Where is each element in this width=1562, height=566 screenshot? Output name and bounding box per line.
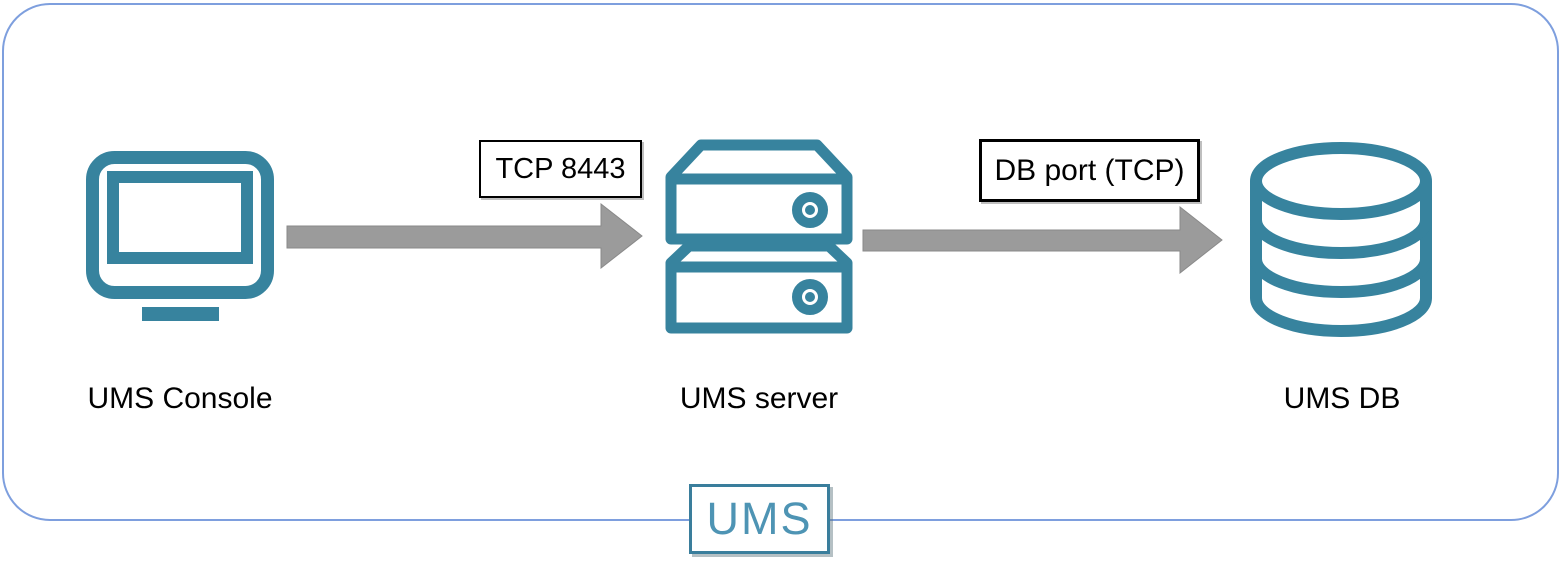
node-label-ums-server: UMS server — [679, 382, 839, 415]
arrow-server-to-db — [862, 206, 1223, 274]
ums-badge-label: UMS — [706, 493, 813, 544]
arrow-console-to-server — [286, 203, 643, 269]
port-label-db-port-tcp: DB port (TCP) — [979, 139, 1200, 202]
port-label-tcp-8443: TCP 8443 — [479, 140, 642, 198]
database-icon — [1250, 142, 1432, 337]
monitor-icon — [86, 151, 274, 321]
ums-badge: UMS — [689, 484, 830, 554]
node-label-ums-db: UMS DB — [1283, 382, 1401, 415]
node-label-ums-console: UMS Console — [87, 382, 273, 415]
server-stack-icon — [665, 139, 853, 334]
